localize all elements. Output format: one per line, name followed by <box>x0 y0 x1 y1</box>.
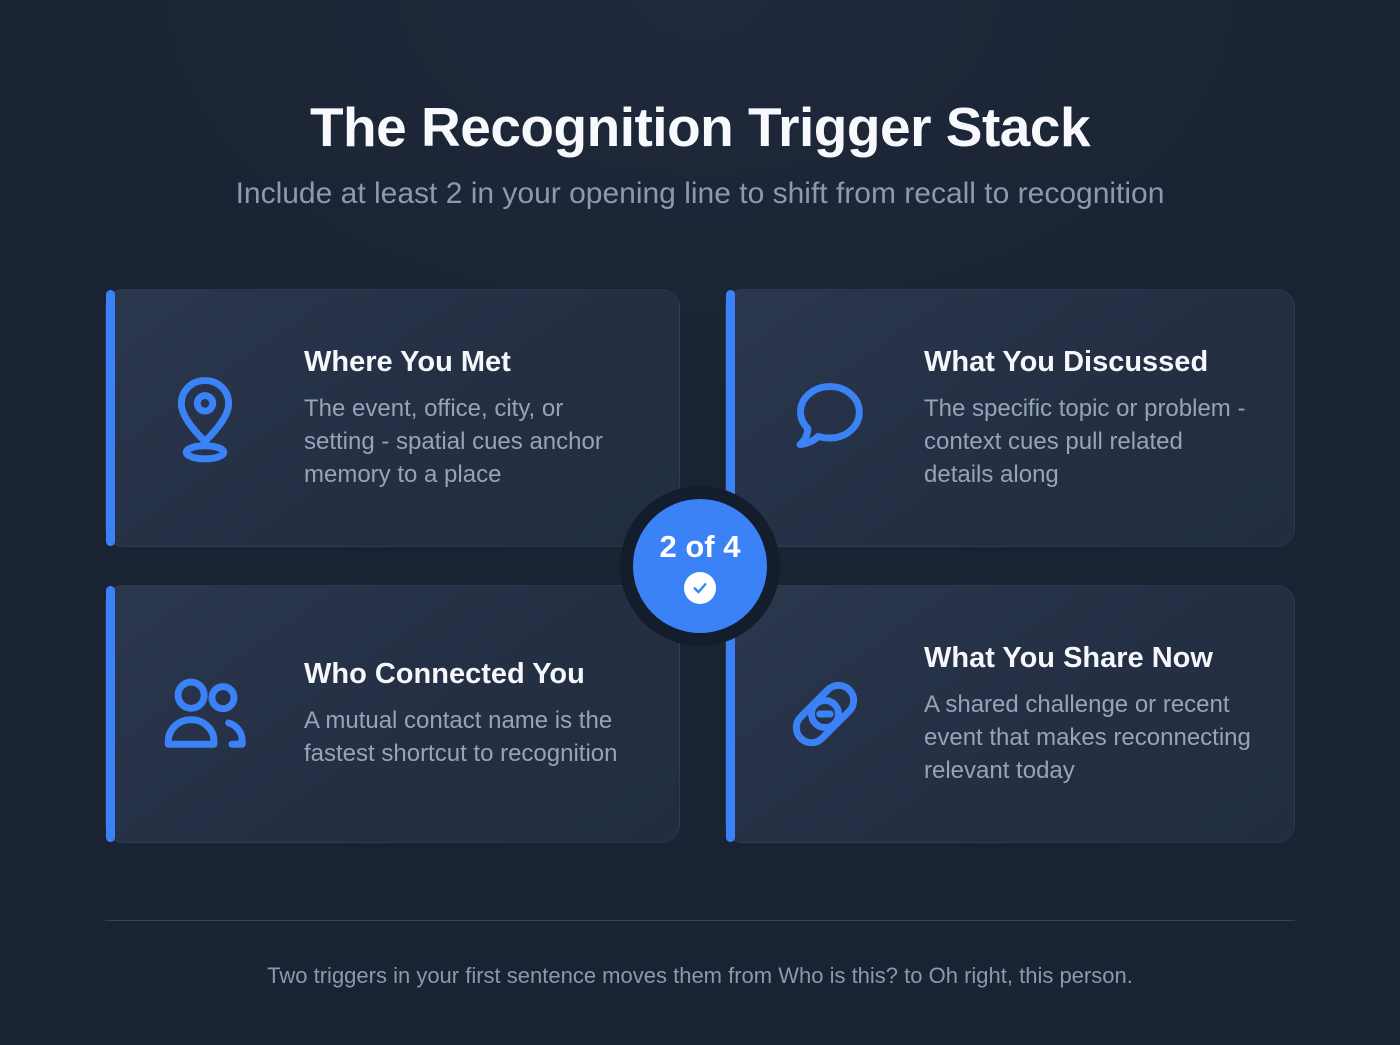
card-body: The event, office, city, or setting - sp… <box>304 394 603 488</box>
map-pin-icon <box>106 369 304 467</box>
card-text: What You Share Now A shared challenge or… <box>924 642 1294 787</box>
card-text: Who Connected You A mutual contact name … <box>304 658 679 770</box>
link-icon <box>726 665 924 763</box>
divider <box>105 920 1295 921</box>
card-accent-bar <box>726 586 735 842</box>
card-what-you-discussed: What You Discussed The specific topic or… <box>725 289 1295 547</box>
page-title: The Recognition Trigger Stack <box>309 96 1091 158</box>
progress-badge: 2 of 4 <box>633 499 767 633</box>
card-accent-bar <box>106 290 115 546</box>
footer-note: Two triggers in your first sentence move… <box>267 963 1133 988</box>
card-text: What You Discussed The specific topic or… <box>924 346 1294 491</box>
card-title: Who Connected You <box>304 658 585 690</box>
card-title: What You Share Now <box>924 641 1213 674</box>
card-body: A mutual contact name is the fastest sho… <box>304 707 618 767</box>
card-accent-bar <box>106 586 115 842</box>
chat-bubble-icon <box>726 369 924 467</box>
card-where-you-met: Where You Met The event, office, city, o… <box>105 289 680 547</box>
card-title: What You Discussed <box>924 345 1209 378</box>
card-body: The specific topic or problem - context … <box>924 394 1246 488</box>
page-subtitle: Include at least 2 in your opening line … <box>235 177 1165 210</box>
check-icon <box>684 571 716 604</box>
card-who-connected-you: Who Connected You A mutual contact name … <box>105 585 680 843</box>
users-icon <box>106 665 304 763</box>
card-title: Where You Met <box>304 345 511 378</box>
card-accent-bar <box>726 290 735 546</box>
card-text: Where You Met The event, office, city, o… <box>304 346 679 491</box>
card-body: A shared challenge or recent event that … <box>924 690 1251 784</box>
progress-label: 2 of 4 <box>659 528 741 564</box>
card-what-you-share-now: What You Share Now A shared challenge or… <box>725 585 1295 843</box>
